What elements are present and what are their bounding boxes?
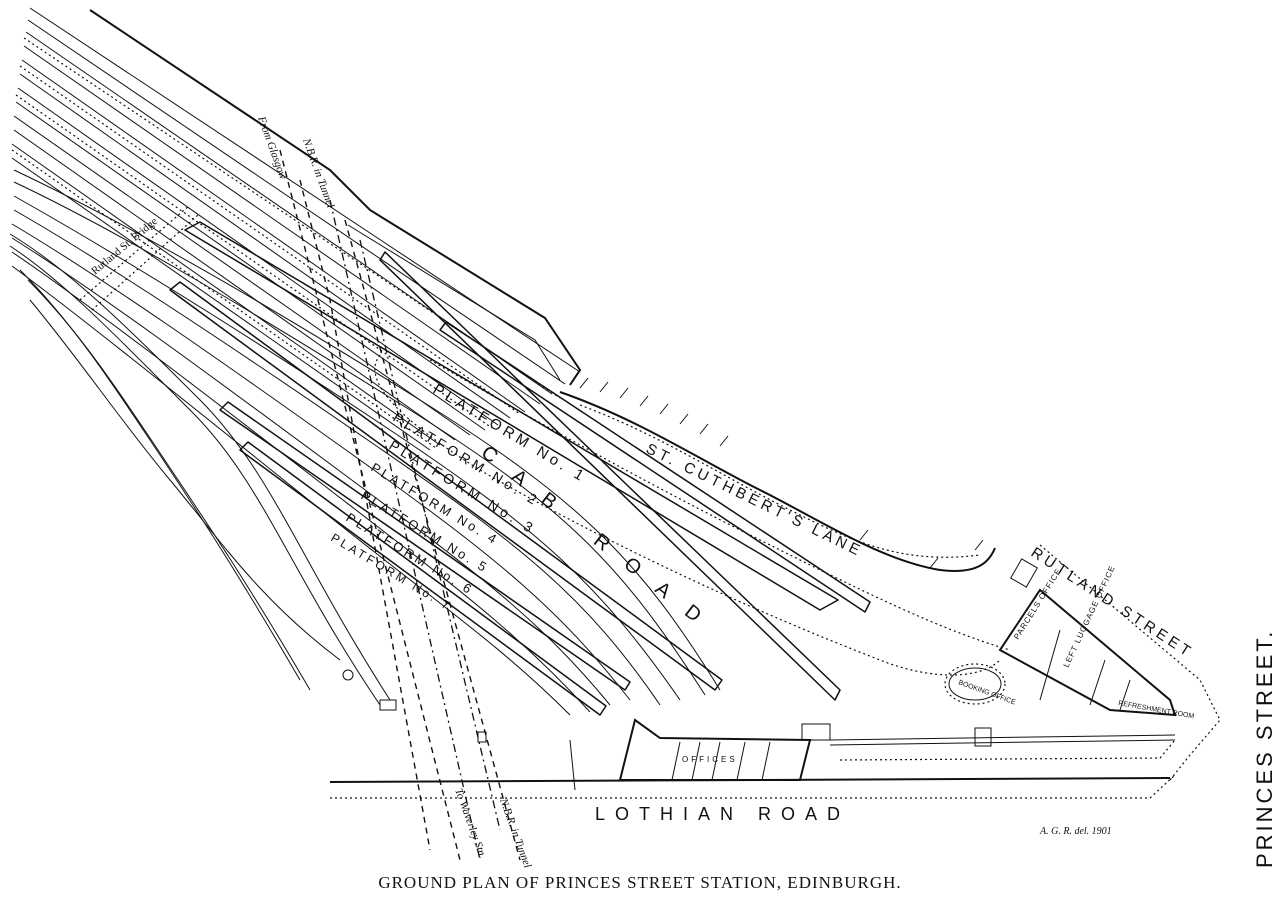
- rutland-street-label: RUTLAND STREET: [1028, 544, 1197, 662]
- lane-ticks: [579, 377, 984, 569]
- nbr-tunnel-bottom-label: N.B.R. in Tunnel: [497, 796, 534, 870]
- booking-office: [944, 663, 1006, 705]
- cuthberts-lane-label: ST. CUTHBERT'S LANE: [643, 440, 866, 560]
- lothian-road: [329, 739, 1176, 799]
- princes-street-label: PRINCES STREET.: [1252, 629, 1277, 868]
- cuthberts-lane-boundary: [559, 391, 996, 572]
- lothian-road-label: LOTHIAN ROAD: [595, 804, 850, 824]
- offices-range: [618, 718, 1176, 781]
- south-track-bundle: [9, 169, 721, 716]
- cab-road-outline: [374, 354, 1001, 676]
- from-glasgow-label: From Glasgow: [255, 114, 289, 182]
- signature: A. G. R. del. 1901: [1039, 826, 1112, 837]
- north-track-bundle: [11, 7, 581, 451]
- tunnel-routes: [279, 149, 521, 861]
- platform-bars: [169, 221, 871, 716]
- buffer-stops: [342, 669, 487, 743]
- princes-frontage: [1039, 544, 1221, 781]
- station-buildings: [998, 558, 1177, 717]
- figure-caption: GROUND PLAN OF PRINCES STREET STATION, E…: [378, 873, 902, 892]
- refreshment-room-label: REFRESHMENT ROOM: [1118, 700, 1195, 720]
- offices-label: OFFICES: [682, 755, 738, 764]
- north-boundary-wall: [89, 9, 582, 386]
- booking-office-label: BOOKING OFFICE: [957, 679, 1016, 706]
